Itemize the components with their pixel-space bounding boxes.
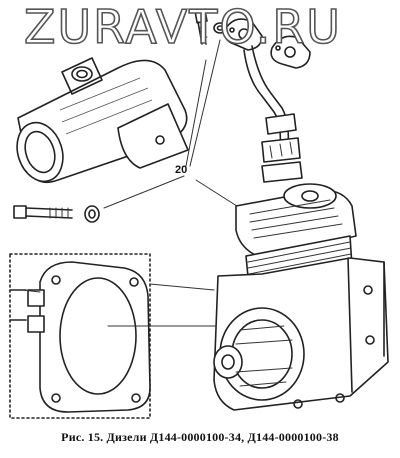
upper-bolt (194, 8, 208, 45)
figure-caption: Рис. 15. Дизели Д144-0000100-34, Д144-00… (61, 430, 339, 444)
site-watermark: ZURAVTO.RU (23, 0, 342, 54)
air-pipe (243, 45, 303, 183)
mounting-gasket (9, 253, 151, 419)
pipe-fitting (16, 57, 189, 184)
callout-leaders (103, 39, 241, 209)
callout-label-20: 20 (175, 164, 188, 176)
gasket-leaders (21, 283, 225, 327)
side-washer (84, 205, 100, 223)
gasket-small (224, 18, 263, 51)
upper-washer (213, 22, 227, 34)
compressor (213, 183, 389, 411)
side-bolt (13, 205, 73, 219)
gasket-flange (270, 35, 311, 69)
